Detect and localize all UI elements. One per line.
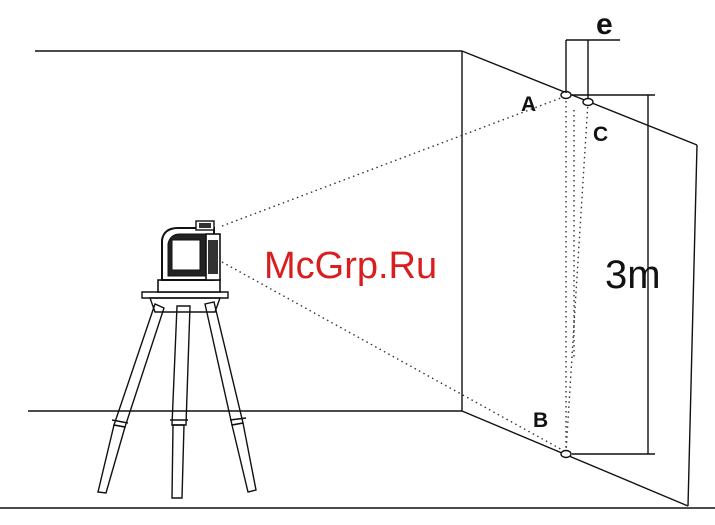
tripod [98, 292, 256, 498]
point-c-marker [583, 99, 593, 106]
point-b-marker [561, 451, 571, 458]
offset-label: e [596, 8, 613, 41]
point-c-label: C [593, 123, 608, 146]
watermark-text: McGrp.Ru [264, 245, 437, 287]
point-a-label: A [521, 93, 536, 116]
distance-label: 3m [605, 253, 661, 297]
offset-dimension [566, 40, 620, 99]
laser-level-device [158, 221, 220, 292]
point-b-label: B [533, 409, 548, 432]
